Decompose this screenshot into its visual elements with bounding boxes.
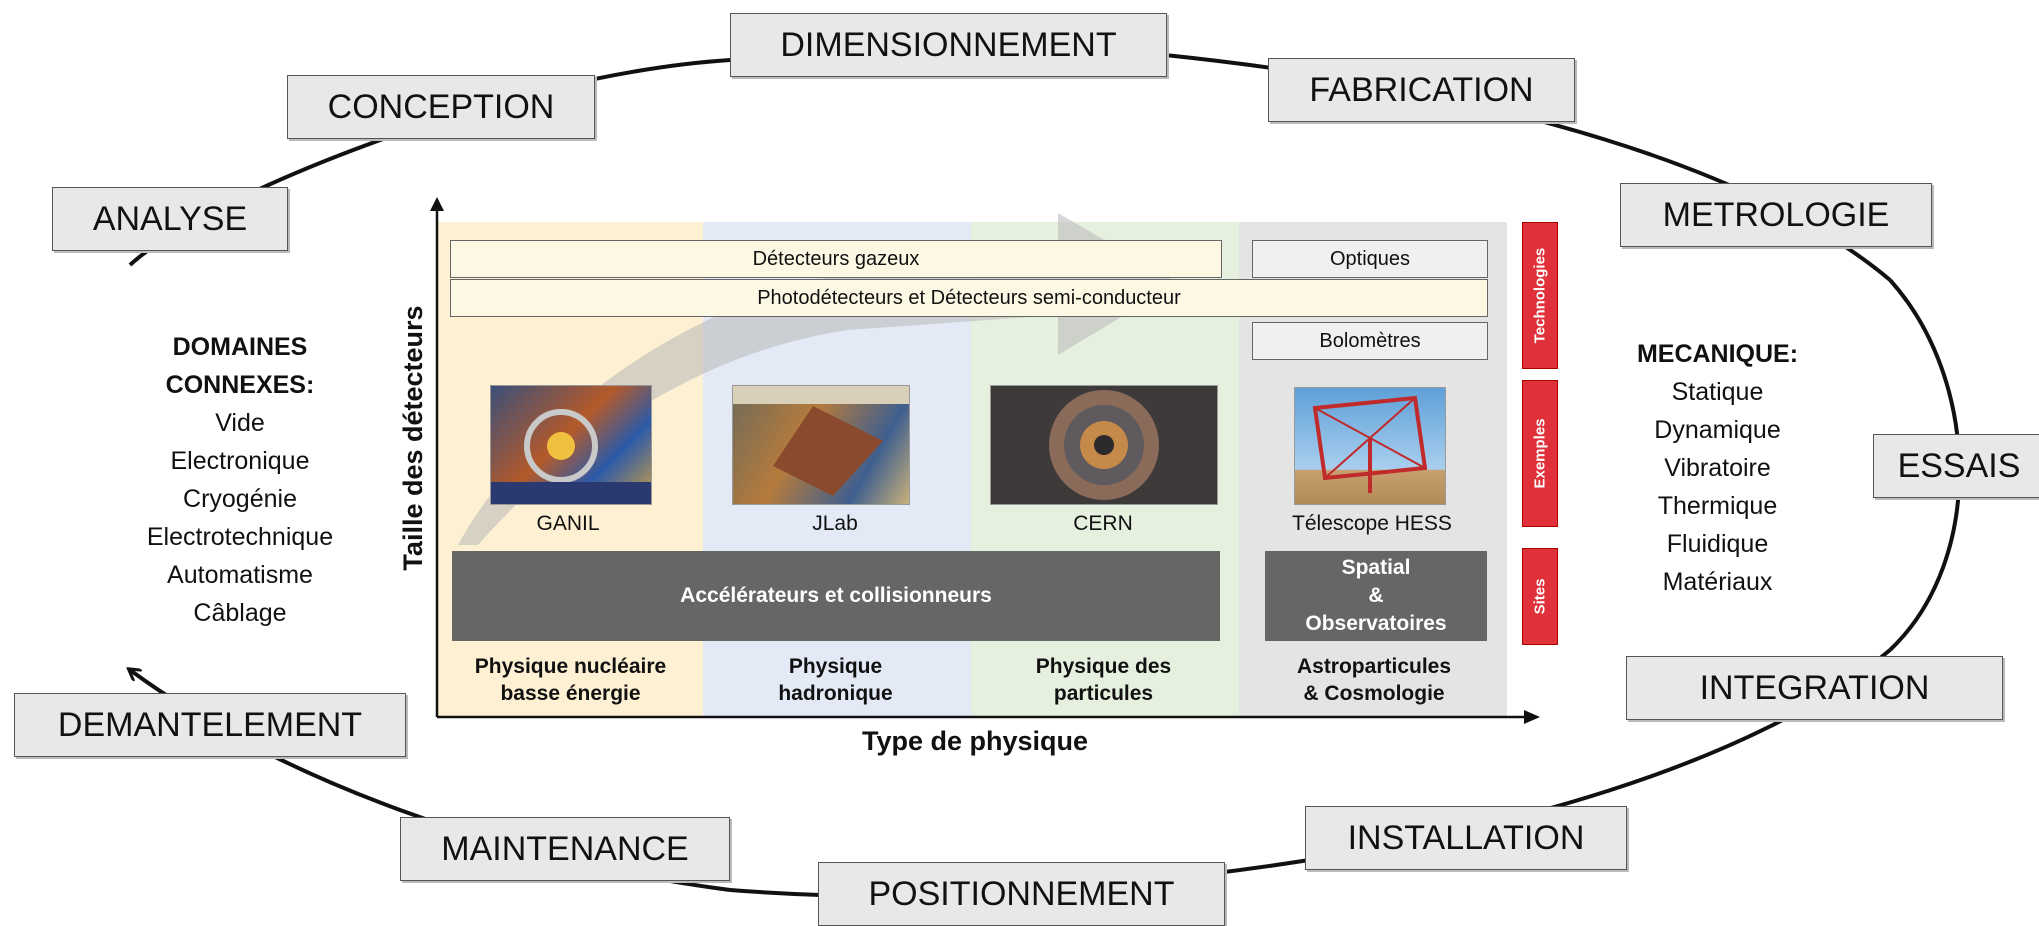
- mecanique-item: Matériaux: [1662, 568, 1773, 596]
- site-spatial-line3: Observatoires: [1305, 612, 1447, 635]
- tab-technologies-label: Technologies: [1531, 247, 1549, 344]
- stage-fabrication: FABRICATION: [1268, 58, 1575, 122]
- stage-dimensionnement: DIMENSIONNEMENT: [730, 13, 1167, 77]
- example-cern: CERN: [1073, 512, 1133, 535]
- domain-hadronic-l2: hadronique: [778, 682, 893, 705]
- tab-sites: Sites: [1522, 548, 1558, 645]
- mecanique-item: Dynamique: [1654, 416, 1781, 444]
- domaines-item: Câblage: [193, 599, 287, 627]
- domain-particles-l1: Physique des: [1035, 655, 1172, 678]
- tech-detecteurs-gazeux: Détecteurs gazeux: [450, 240, 1222, 278]
- y-axis-label: Taille des détecteurs: [398, 305, 428, 571]
- tech-bolometres: Bolomètres: [1252, 322, 1488, 360]
- domaines-item: Cryogénie: [183, 485, 297, 513]
- stage-integration: INTEGRATION: [1626, 656, 2003, 720]
- tech-photodetecteurs: Photodétecteurs et Détecteurs semi-condu…: [450, 279, 1488, 317]
- domain-astro-l1: Astroparticules: [1296, 655, 1452, 678]
- tab-exemples: Exemples: [1522, 380, 1558, 527]
- site-spatial: Spatial & Observatoires: [1265, 551, 1487, 641]
- stage-essais: ESSAIS: [1873, 434, 2039, 498]
- domain-hadronic: Physique hadronique: [713, 653, 958, 707]
- domain-nuclear-l1: Physique nucléaire: [474, 655, 667, 678]
- mecanique-item: Statique: [1671, 378, 1764, 406]
- example-jlab: JLab: [812, 512, 858, 535]
- site-accelerateurs: Accélérateurs et collisionneurs: [452, 551, 1220, 641]
- domaines-heading-2: CONNEXES:: [165, 371, 315, 399]
- stage-analyse: ANALYSE: [52, 187, 288, 251]
- site-spatial-line1: Spatial: [1341, 556, 1411, 579]
- domaines-item: Vide: [215, 409, 265, 437]
- domaines-item: Electronique: [170, 447, 310, 475]
- stage-metrologie: METROLOGIE: [1620, 183, 1932, 247]
- mecanique-heading: MECANIQUE:: [1636, 340, 1799, 368]
- x-axis-label: Type de physique: [861, 726, 1089, 756]
- mecanique-item: Fluidique: [1666, 530, 1769, 558]
- stage-demantelement: DEMANTELEMENT: [14, 693, 406, 757]
- tab-sites-label: Sites: [1531, 578, 1549, 615]
- domain-particles-l2: particules: [1053, 682, 1154, 705]
- site-spatial-line2: &: [1368, 584, 1384, 607]
- domain-astro-l2: & Cosmologie: [1303, 682, 1445, 705]
- photo-ganil: [490, 385, 652, 505]
- domaines-item: Electrotechnique: [146, 523, 334, 551]
- stage-maintenance: MAINTENANCE: [400, 817, 730, 881]
- domain-particles: Physique des particules: [981, 653, 1226, 707]
- domaines-item: Automatisme: [167, 561, 313, 589]
- photo-hess: [1294, 387, 1446, 505]
- tech-optiques: Optiques: [1252, 240, 1488, 278]
- chart-axes: [430, 197, 1540, 724]
- tab-exemples-label: Exemples: [1531, 418, 1549, 489]
- mecanique-item: Thermique: [1657, 492, 1778, 520]
- tab-technologies: Technologies: [1522, 222, 1558, 369]
- domain-hadronic-l1: Physique: [788, 655, 883, 678]
- stage-installation: INSTALLATION: [1305, 806, 1627, 870]
- domain-astro: Astroparticules & Cosmologie: [1249, 653, 1499, 707]
- domain-nuclear-l2: basse énergie: [500, 682, 641, 705]
- mecanique-item: Vibratoire: [1664, 454, 1771, 482]
- domain-nuclear: Physique nucléaire basse énergie: [448, 653, 693, 707]
- photo-jlab: [732, 385, 910, 505]
- stage-conception: CONCEPTION: [287, 75, 595, 139]
- domaines-connexes-list: DOMAINES CONNEXES: Vide Electronique Cry…: [120, 328, 360, 632]
- mecanique-list: MECANIQUE: Statique Dynamique Vibratoire…: [1600, 335, 1835, 601]
- photo-cern: [990, 385, 1218, 505]
- example-hess: Télescope HESS: [1292, 512, 1452, 535]
- stage-positionnement: POSITIONNEMENT: [818, 862, 1225, 926]
- domaines-heading-1: DOMAINES: [172, 333, 308, 361]
- example-ganil: GANIL: [536, 512, 600, 535]
